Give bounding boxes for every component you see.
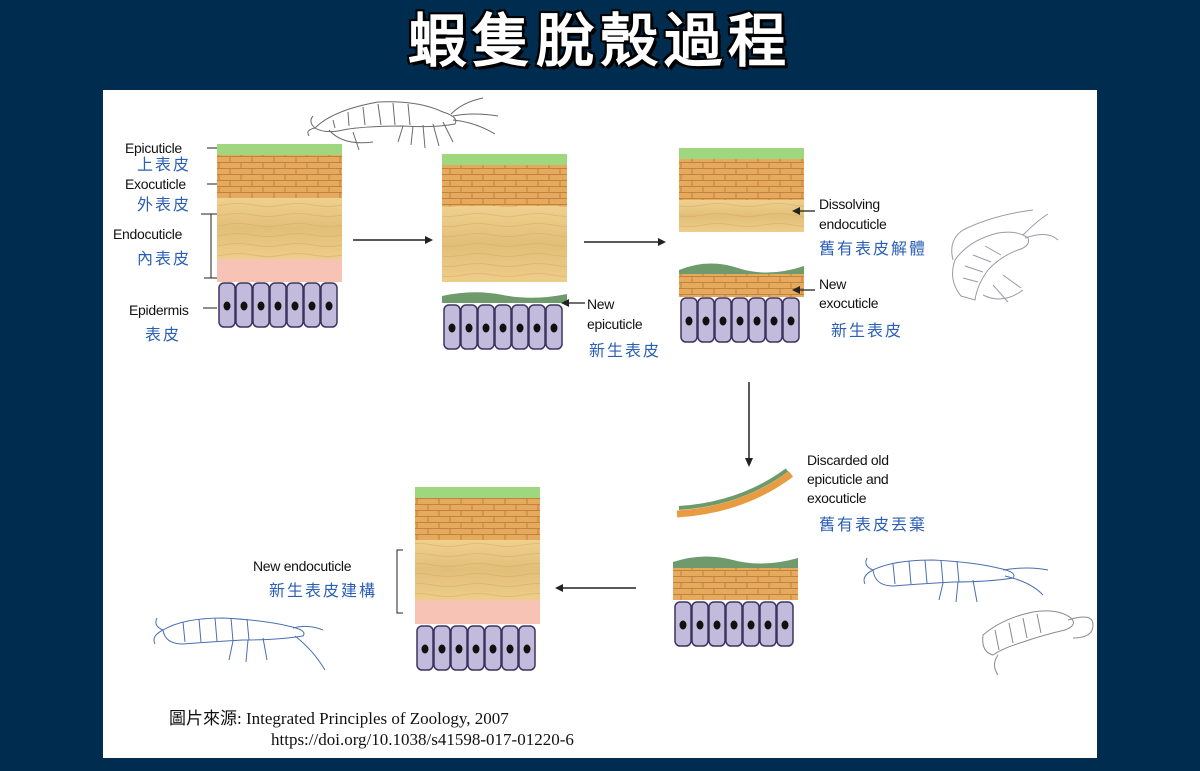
stage-2-new-epicuticle xyxy=(442,154,585,350)
label-discarded-1: Discarded old xyxy=(807,452,889,468)
new-epicuticle-layer xyxy=(442,292,567,303)
label-exocuticle-zh: 外表皮 xyxy=(137,195,192,214)
arrow-right-icon xyxy=(584,238,666,246)
arrow-left-icon xyxy=(792,207,815,294)
stage-4-old-cuticle-shed xyxy=(673,556,798,647)
label-endocuticle: Endocuticle xyxy=(113,226,183,242)
label-epicuticle: Epicuticle xyxy=(125,140,182,156)
label-new-epicuticle-1: New xyxy=(587,296,615,312)
label-epidermis-zh: 表皮 xyxy=(145,325,182,344)
shrimp-sketch-icon xyxy=(951,209,1059,303)
shrimp-sketch-icon xyxy=(153,617,326,671)
epidermis-cells xyxy=(218,282,338,328)
stage-1-intact-cuticle xyxy=(201,144,342,328)
label-new-endocuticle-zh: 新生表皮建構 xyxy=(269,581,378,600)
discarded-cuticle-shell xyxy=(676,468,794,518)
label-new-endocuticle: New endocuticle xyxy=(253,558,352,574)
label-exocuticle: Exocuticle xyxy=(125,176,186,192)
label-dissolving-2: endocuticle xyxy=(819,216,887,232)
epicuticle-layer xyxy=(217,144,342,155)
label-discarded-zh: 舊有表皮丟棄 xyxy=(819,515,928,534)
source-citation: 圖片來源: Integrated Principles of Zoology, … xyxy=(169,709,509,728)
epidermis-layer xyxy=(217,259,342,282)
arrow-left-icon xyxy=(561,299,585,307)
label-new-epicuticle-zh: 新生表皮 xyxy=(589,341,662,360)
shrimp-sketch-icon xyxy=(982,610,1094,676)
label-new-epicuticle-2: epicuticle xyxy=(587,316,643,332)
label-new-exocuticle-1: New xyxy=(819,276,847,292)
label-endocuticle-zh: 內表皮 xyxy=(137,249,192,268)
label-discarded-3: exocuticle xyxy=(807,490,867,506)
stage-5-new-cuticle xyxy=(396,487,540,671)
label-new-exocuticle-zh: 新生表皮 xyxy=(831,321,904,340)
source-doi: https://doi.org/10.1038/s41598-017-01220… xyxy=(271,730,574,749)
label-epidermis: Epidermis xyxy=(129,302,189,318)
page-title: 蝦隻脫殼過程 xyxy=(407,7,792,75)
label-new-exocuticle-2: exocuticle xyxy=(819,295,879,311)
shrimp-sketch-icon xyxy=(863,557,1049,603)
label-dissolving-1: Dissolving xyxy=(819,196,880,212)
exocuticle-layer xyxy=(217,155,342,198)
arrow-left-icon xyxy=(555,584,636,592)
label-epicuticle-zh: 上表皮 xyxy=(137,155,192,174)
shrimp-sketch-icon xyxy=(307,97,499,151)
label-dissolving-zh: 舊有表皮解體 xyxy=(819,239,928,258)
label-discarded-2: epicuticle and xyxy=(807,471,889,487)
stage-3-dissolving xyxy=(679,148,815,343)
molting-diagram-panel: Epicuticle 上表皮 Exocuticle 外表皮 Endocuticl… xyxy=(103,90,1097,758)
arrow-right-icon xyxy=(353,236,433,244)
arrow-down-icon xyxy=(745,382,753,467)
molting-diagram xyxy=(153,97,1094,676)
